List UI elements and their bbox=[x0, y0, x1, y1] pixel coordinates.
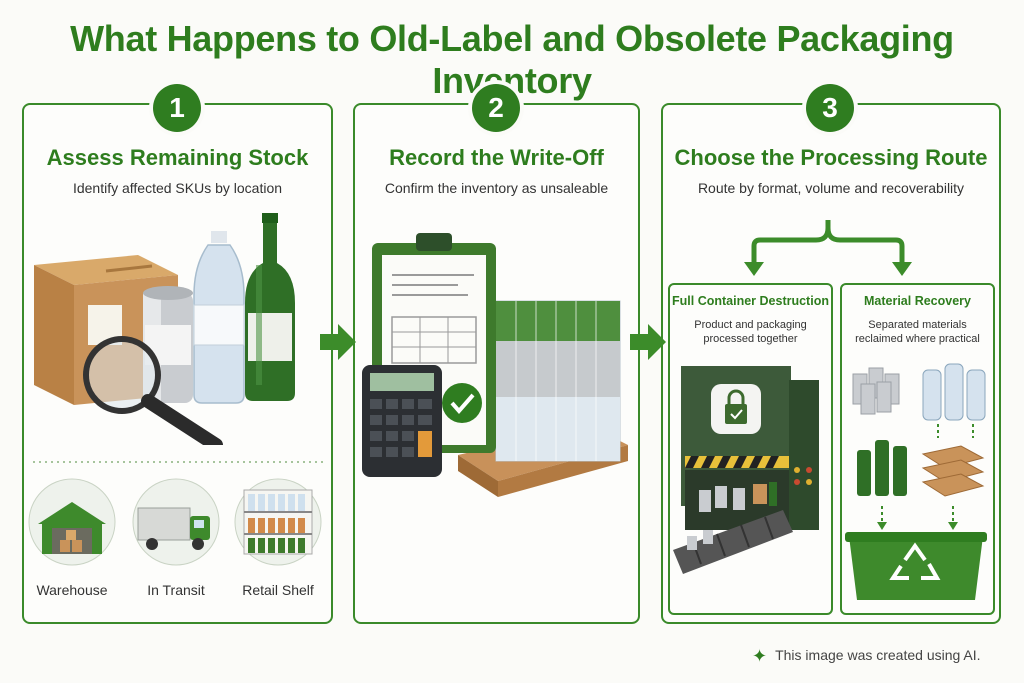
cans-icon bbox=[852, 367, 900, 415]
route-destruction-title: Full Container Destruction bbox=[672, 294, 829, 308]
step-1-title: Assess Remaining Stock bbox=[46, 145, 309, 170]
truck-icon bbox=[132, 478, 220, 566]
location-in-transit-label: In Transit bbox=[147, 582, 205, 598]
route-recovery-desc-line2: reclaimed where practical bbox=[855, 333, 980, 345]
route-destruction-desc-line2: processed together bbox=[703, 333, 798, 345]
route-recovery-desc: Separated materials reclaimed where prac… bbox=[840, 318, 995, 346]
write-off-illustration bbox=[362, 233, 628, 497]
ai-disclaimer-text: This image was created using AI. bbox=[775, 647, 981, 663]
magnifier-icon bbox=[83, 336, 223, 445]
step-3-badge: 3 bbox=[806, 84, 854, 132]
plastic-bottles-icon bbox=[922, 363, 986, 421]
plastic-bottle-icon bbox=[193, 231, 245, 404]
down-arrows-icon bbox=[881, 424, 974, 524]
recycle-bin-icon bbox=[845, 532, 987, 600]
glass-bottle-icon bbox=[245, 213, 295, 401]
page-title: What Happens to Old-Label and Obsolete P… bbox=[70, 18, 954, 101]
glass-bottles-icon bbox=[857, 440, 907, 496]
next-arrow-icon bbox=[630, 324, 666, 360]
warehouse-icon bbox=[28, 478, 116, 566]
shrink-wrapped-bottles-icon bbox=[495, 300, 621, 462]
step-3-title: Choose the Processing Route bbox=[674, 145, 988, 170]
location-warehouse-label: Warehouse bbox=[36, 582, 108, 598]
sparkle-icon: ✦ bbox=[752, 646, 768, 666]
ai-disclaimer: ✦ This image was created using AI. bbox=[752, 646, 981, 667]
retail-shelf-icon bbox=[234, 478, 322, 566]
route-recovery-desc-line1: Separated materials bbox=[868, 319, 967, 331]
material-recovery-illustration bbox=[845, 363, 987, 600]
step-2-title: Record the Write-Off bbox=[389, 145, 604, 170]
shredder-machine-icon bbox=[673, 366, 819, 574]
step-2-badge: 2 bbox=[472, 84, 520, 132]
stock-illustration bbox=[34, 213, 295, 445]
route-destruction-desc: Product and packaging processed together bbox=[668, 318, 833, 346]
step-3-subtitle: Route by format, volume and recoverabili… bbox=[697, 180, 965, 196]
step-1-subtitle: Identify affected SKUs by location bbox=[72, 180, 283, 196]
step-1-badge: 1 bbox=[153, 84, 201, 132]
location-retail-shelf-label: Retail Shelf bbox=[242, 582, 314, 598]
next-arrow-icon bbox=[320, 324, 356, 360]
route-destruction-desc-line1: Product and packaging bbox=[694, 319, 807, 331]
split-arrow-icon bbox=[744, 220, 912, 276]
step-2-subtitle: Confirm the inventory as unsaleable bbox=[384, 180, 609, 196]
dotted-divider bbox=[33, 461, 323, 463]
flattened-cardboard-icon bbox=[921, 445, 985, 497]
route-recovery-title: Material Recovery bbox=[863, 294, 971, 308]
calculator-icon bbox=[362, 365, 442, 477]
